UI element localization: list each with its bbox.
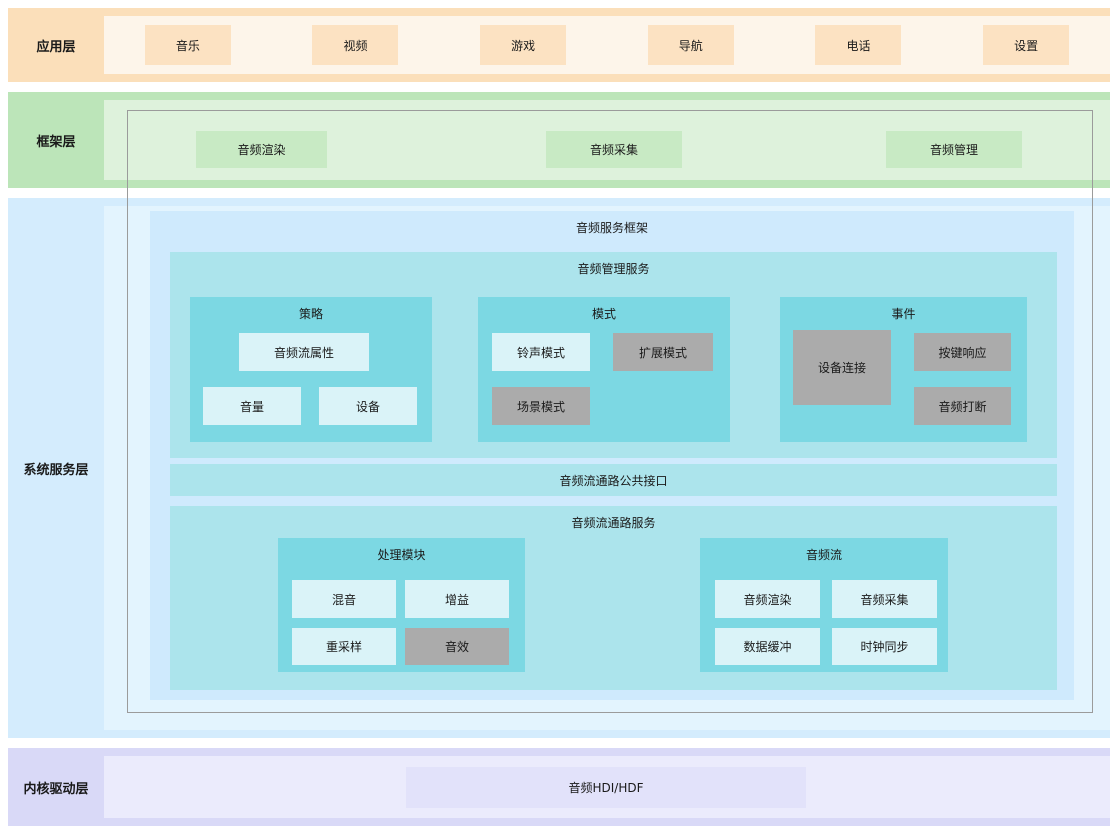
kernel-driver-layer-label: 内核驱动层 <box>23 781 89 797</box>
framework-item-audio-capture: 音频采集 <box>546 131 682 168</box>
kernel-driver-layer-band: 内核驱动层 音频HDI/HDF <box>8 748 1110 826</box>
audio-stream-public-interface-bar: 音频流通路公共接口 <box>170 464 1057 496</box>
mode-extend-mode: 扩展模式 <box>613 333 713 371</box>
event-group-title: 事件 <box>891 307 916 321</box>
audio-stream-group: 音频流 音频渲染 音频采集 数据缓冲 时钟同步 <box>700 538 948 672</box>
app-layer-band: 应用层 音乐 视频 游戏 导航 电话 设置 <box>8 8 1110 82</box>
processing-module-group: 处理模块 混音 增益 重采样 音效 <box>278 538 525 672</box>
policy-device: 设备 <box>319 387 417 425</box>
framework-layer-band: 框架层 音频渲染 音频采集 音频管理 <box>8 92 1110 188</box>
event-group: 事件 设备连接 按键响应 音频打断 <box>780 297 1027 442</box>
app-item-navigation: 导航 <box>647 25 734 65</box>
mode-scene-mode: 场景模式 <box>492 387 590 425</box>
event-device-connect: 设备连接 <box>793 330 891 405</box>
processing-gain: 增益 <box>405 580 509 618</box>
stream-data-buffer: 数据缓冲 <box>715 628 820 665</box>
framework-item-audio-manager: 音频管理 <box>886 131 1022 168</box>
event-key-response: 按键响应 <box>914 333 1011 371</box>
audio-stream-service-title: 音频流通路服务 <box>571 516 656 530</box>
policy-audio-stream-attr: 音频流属性 <box>239 333 369 371</box>
stream-audio-capture: 音频采集 <box>832 580 937 618</box>
audio-service-framework-title: 音频服务框架 <box>575 221 648 235</box>
processing-effect: 音效 <box>405 628 509 665</box>
mode-group: 模式 铃声模式 扩展模式 场景模式 <box>478 297 730 442</box>
mode-ring-mode: 铃声模式 <box>492 333 590 371</box>
framework-item-audio-render: 音频渲染 <box>196 131 327 168</box>
app-layer-label: 应用层 <box>36 39 76 55</box>
app-item-video: 视频 <box>312 25 399 65</box>
framework-layer-label: 框架层 <box>36 134 76 150</box>
stream-audio-render: 音频渲染 <box>715 580 820 618</box>
policy-group-title: 策略 <box>298 307 323 321</box>
audio-stream-group-title: 音频流 <box>805 548 842 562</box>
app-item-phone: 电话 <box>815 25 902 65</box>
mode-group-title: 模式 <box>591 307 616 321</box>
stream-clock-sync: 时钟同步 <box>832 628 937 665</box>
policy-volume: 音量 <box>203 387 301 425</box>
system-services-layer-label: 系统服务层 <box>23 462 89 478</box>
audio-hdi-hdf-box: 音频HDI/HDF <box>406 767 806 808</box>
processing-resample: 重采样 <box>292 628 396 665</box>
system-services-layer-band: 系统服务层 音频服务框架 音频管理服务 策略 音频流属性 音量 设备 模式 铃声… <box>8 198 1110 738</box>
app-item-music: 音乐 <box>144 25 231 65</box>
audio-management-service-title: 音频管理服务 <box>577 262 650 276</box>
event-audio-interrupt: 音频打断 <box>914 387 1011 425</box>
processing-module-title: 处理模块 <box>377 548 426 562</box>
app-item-game: 游戏 <box>480 25 567 65</box>
policy-group: 策略 音频流属性 音量 设备 <box>190 297 432 442</box>
app-layer-panel: 音乐 视频 游戏 导航 电话 设置 <box>104 16 1110 74</box>
app-item-settings: 设置 <box>983 25 1070 65</box>
processing-mix: 混音 <box>292 580 396 618</box>
